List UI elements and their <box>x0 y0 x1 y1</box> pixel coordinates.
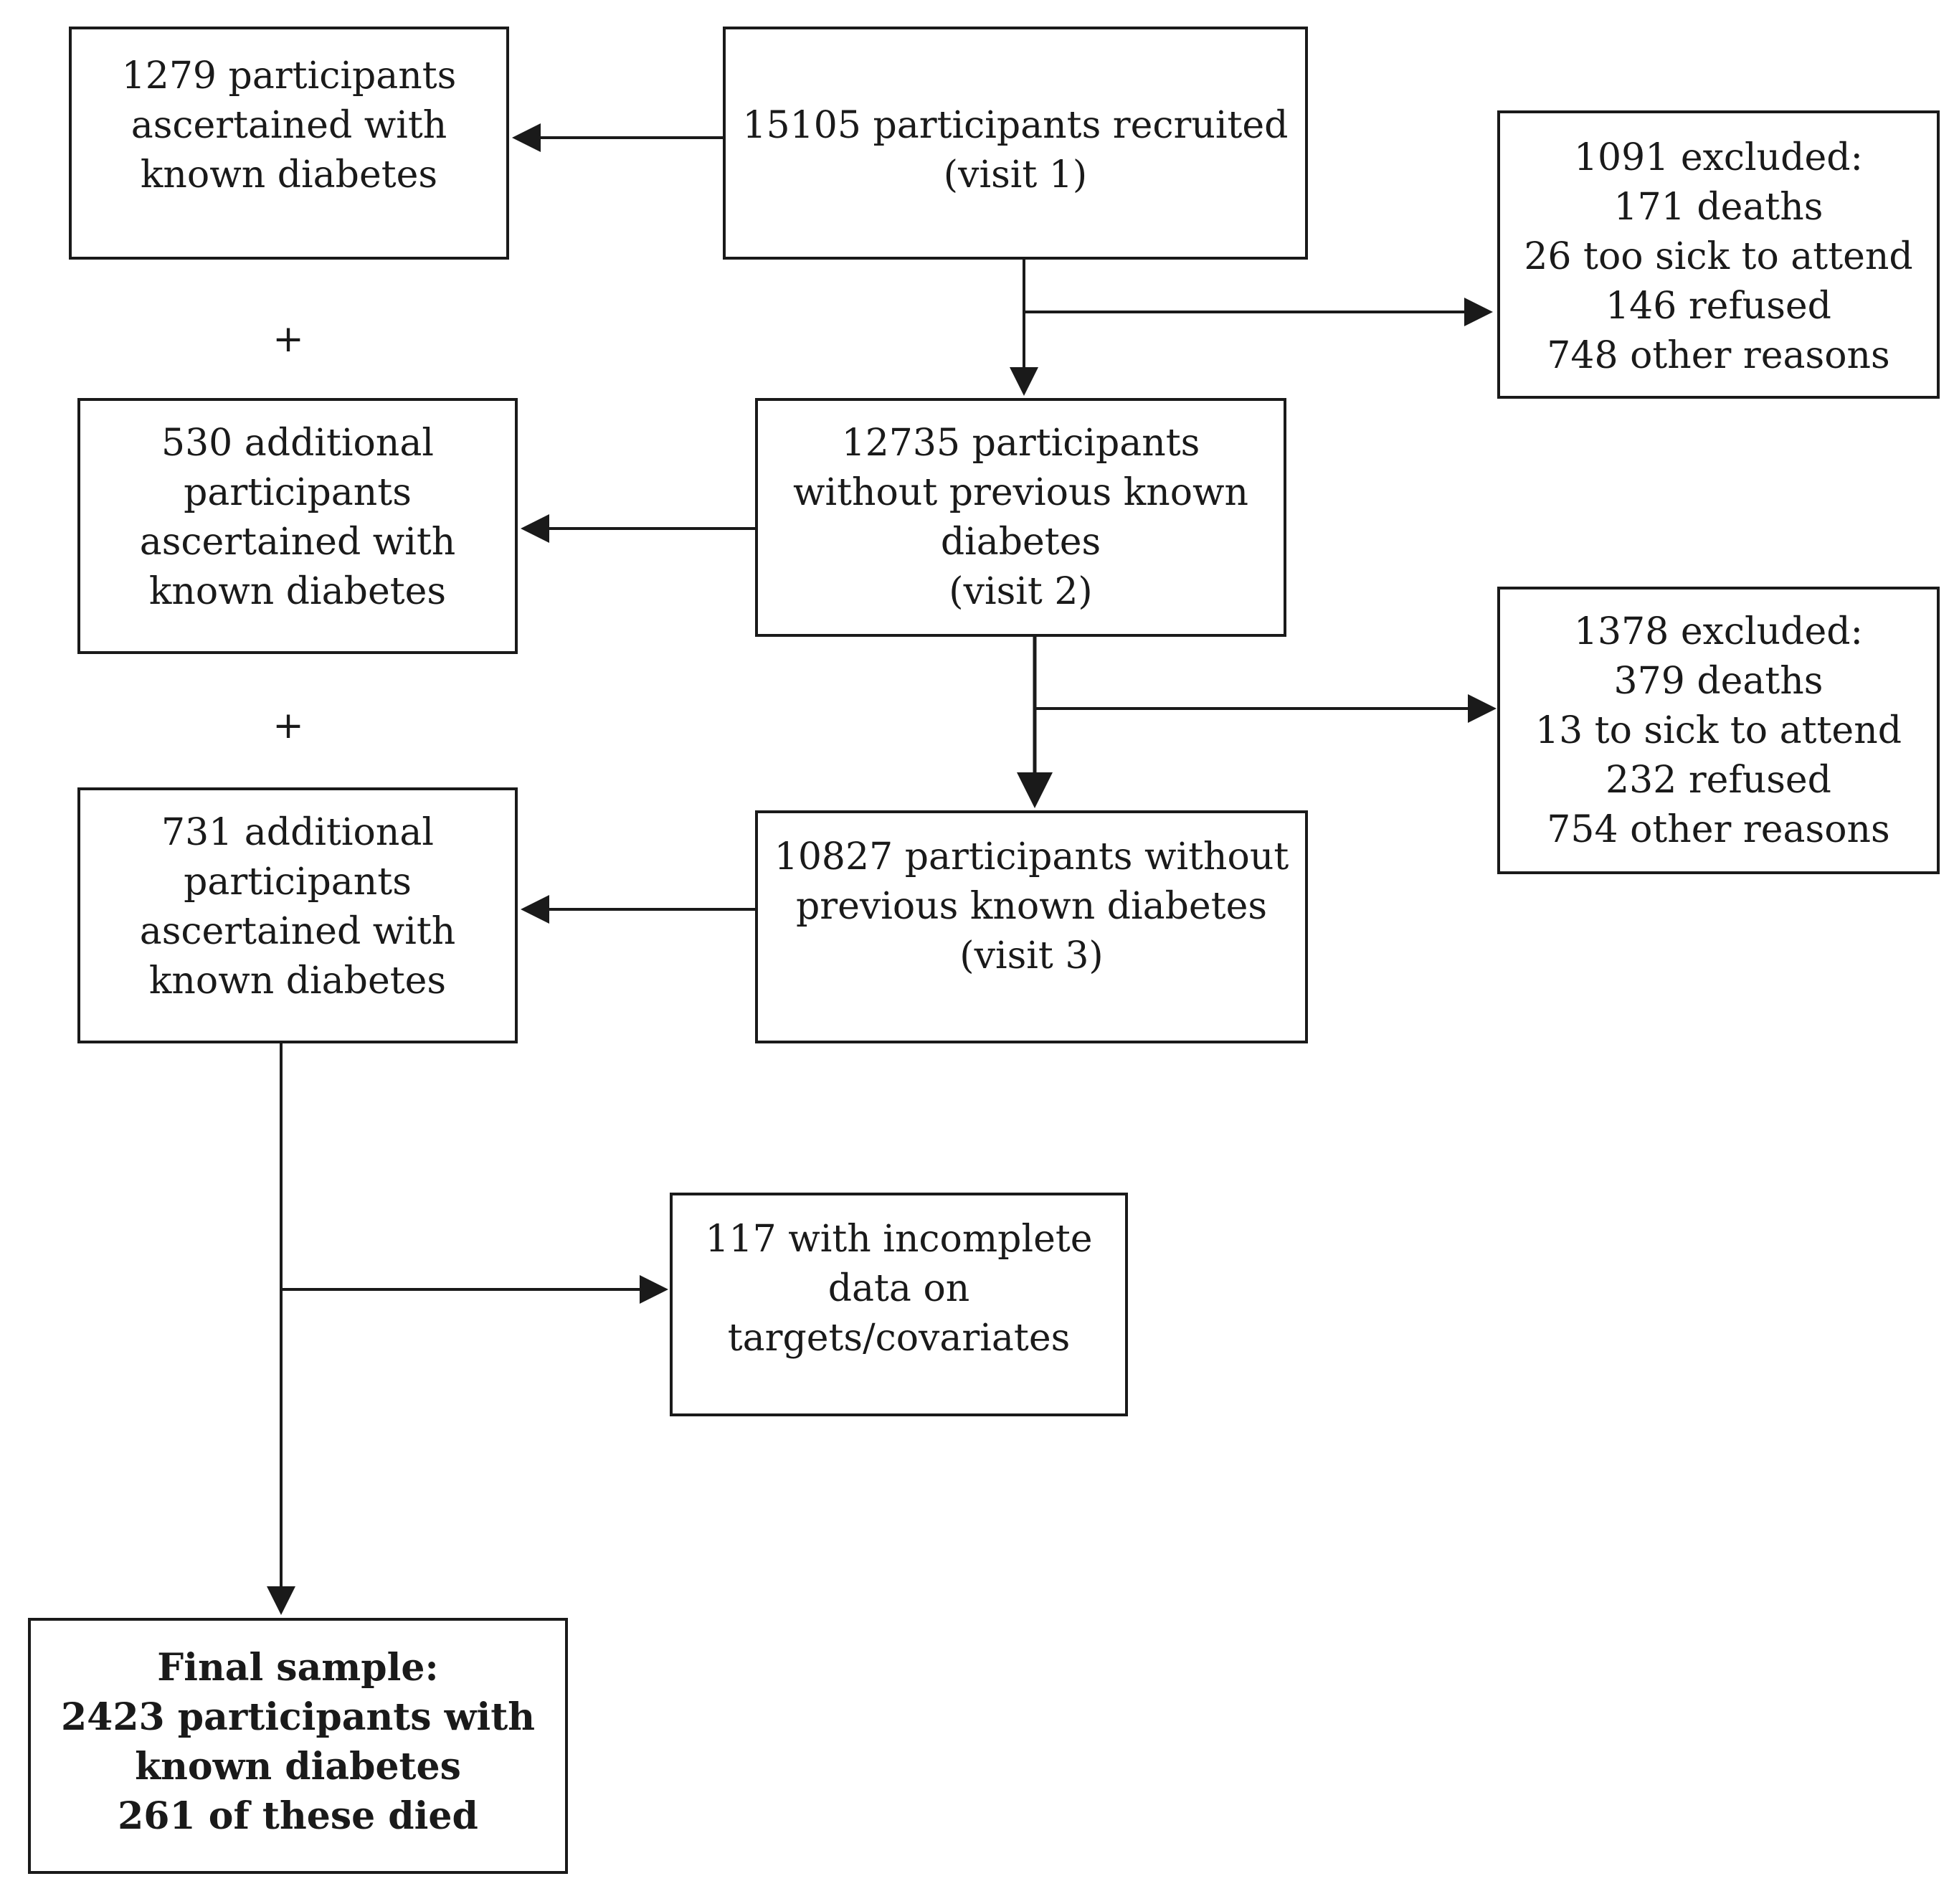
box-line: 731 additional <box>161 811 434 854</box>
box-line: diabetes <box>940 521 1101 564</box>
box-line: known diabetes <box>140 153 438 196</box>
box-line: 748 other reasons <box>1547 334 1890 377</box>
box-line: 1378 excluded: <box>1573 610 1864 653</box>
recruited-box: 15105 participants recruited (visit 1) <box>723 27 1308 260</box>
box-line: 2423 participants with <box>60 1695 536 1739</box>
box-line: 754 other reasons <box>1547 808 1890 851</box>
box-line: previous known diabetes <box>795 885 1268 928</box>
plus-sign-1: + <box>272 318 304 361</box>
box-line: 10827 participants without <box>774 835 1289 878</box>
box-line: 1091 excluded: <box>1573 136 1864 179</box>
known-diabetes-visit1-box: 1279 participants ascertained with known d… <box>69 27 509 260</box>
box-line: 232 refused <box>1606 759 1831 802</box>
excluded-after-visit1-box: 1091 excluded: 171 deaths 26 too sick to a… <box>1497 110 1940 399</box>
box-line: 117 with incomplete <box>705 1218 1093 1261</box>
box-line: 12735 participants <box>841 422 1200 465</box>
box-line: 26 too sick to attend <box>1524 235 1913 278</box>
box-line: known diabetes <box>148 960 447 1003</box>
known-diabetes-visit2-box: 530 additional participants ascertained wi… <box>77 398 518 654</box>
box-line: known diabetes <box>148 570 447 613</box>
box-line: 13 to sick to attend <box>1535 709 1902 752</box>
box-line: without previous known <box>793 471 1248 514</box>
box-line: 1279 participants <box>121 55 457 98</box>
box-line: 379 deaths <box>1613 660 1823 703</box>
visit2-box: 12735 participants without previous known… <box>755 398 1286 637</box>
box-line: known diabetes <box>135 1745 461 1789</box>
box-line: 261 of these died <box>118 1794 478 1838</box>
incomplete-data-box: 117 with incomplete data on targets/covari… <box>670 1193 1128 1416</box>
box-line: ascertained with <box>131 104 447 147</box>
box-line: 15105 participants recruited <box>742 104 1289 147</box>
box-line: (visit 1) <box>943 153 1088 196</box>
box-line: (visit 2) <box>949 570 1093 613</box>
box-line: ascertained with <box>139 910 456 953</box>
box-line: targets/covariates <box>727 1317 1071 1360</box>
excluded-after-visit2-box: 1378 excluded: 379 deaths 13 to sick to at… <box>1497 587 1940 874</box>
box-line: participants <box>184 471 412 514</box>
box-line: participants <box>184 861 412 904</box>
box-line: 530 additional <box>161 422 434 465</box>
box-line: 171 deaths <box>1613 186 1823 229</box>
plus-sign-2: + <box>272 704 304 747</box>
visit3-box: 10827 participants without previous known… <box>755 810 1308 1043</box>
known-diabetes-visit3-box: 731 additional participants ascertained wi… <box>77 787 518 1043</box>
box-line: ascertained with <box>139 521 456 564</box>
box-line: data on <box>827 1267 970 1310</box>
box-line: 146 refused <box>1606 285 1831 328</box>
final-sample-box: Final sample: 2423 participants with known… <box>28 1618 568 1874</box>
box-line: (visit 3) <box>959 934 1104 977</box>
box-line: Final sample: <box>157 1646 439 1690</box>
